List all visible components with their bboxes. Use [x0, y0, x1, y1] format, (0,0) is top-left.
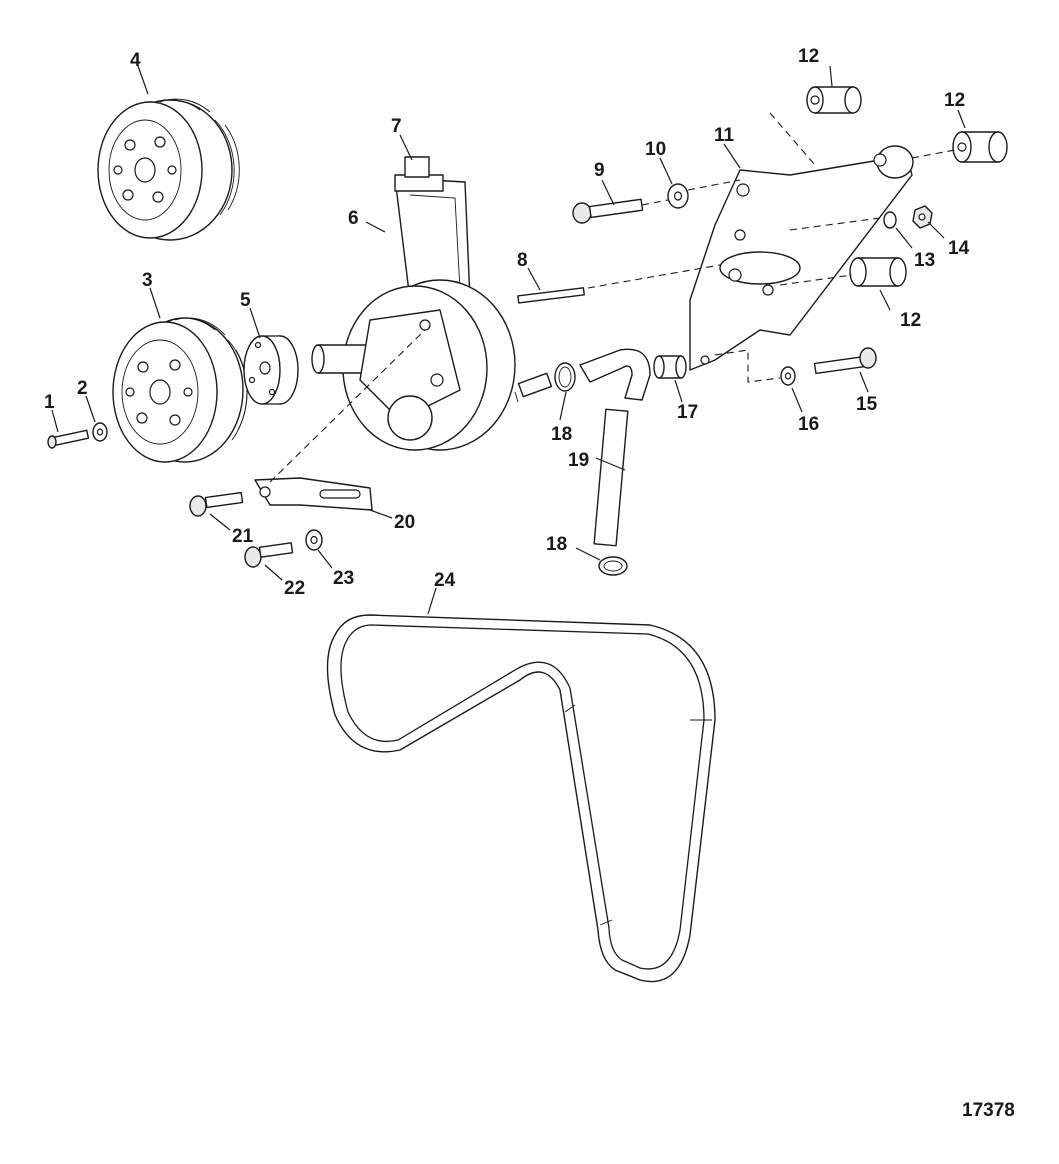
- callout-19: 19: [568, 450, 589, 471]
- callout-11: 11: [714, 125, 735, 146]
- callout-14: 14: [948, 238, 970, 259]
- callout-15: 15: [856, 394, 878, 415]
- spacer-12-lower: [849, 257, 907, 287]
- mounting-bracket: [689, 145, 914, 371]
- nut-14: [912, 205, 933, 229]
- power-steering-pump: [311, 156, 553, 451]
- callout-3: 3: [142, 270, 153, 291]
- callout-12-lower: 12: [900, 310, 921, 331]
- leader-lines: [51, 65, 966, 615]
- callout-1: 1: [44, 392, 55, 413]
- callout-4: 4: [130, 50, 141, 71]
- callout-24: 24: [434, 570, 456, 591]
- callout-10: 10: [645, 139, 666, 160]
- callout-16: 16: [798, 414, 819, 435]
- bolt-21: [189, 491, 244, 517]
- washer-10: [667, 183, 689, 209]
- bolt-9: [572, 198, 644, 224]
- callout-7: 7: [391, 116, 402, 137]
- washer-13: [883, 211, 897, 229]
- callout-labels: 4 3 1 2 5 6 7 8 9 10 11 12 12 12 13 14 1…: [44, 46, 970, 599]
- clamp-18-upper: [554, 362, 576, 392]
- pulley-lower: [112, 317, 248, 463]
- washer-23: [305, 529, 323, 551]
- assembly-lines: [269, 112, 956, 483]
- stud-8: [517, 287, 585, 304]
- spacer-17: [653, 355, 687, 379]
- callout-23: 23: [333, 568, 354, 589]
- hub-5: [243, 335, 299, 405]
- callout-12-top: 12: [798, 46, 819, 67]
- support-bracket-20: [254, 477, 373, 511]
- callout-2: 2: [77, 378, 88, 399]
- callout-21: 21: [232, 526, 254, 547]
- pulley-upper: [97, 98, 240, 241]
- hose-19: [579, 348, 651, 547]
- bolt-22: [244, 542, 294, 568]
- callout-20: 20: [394, 512, 415, 533]
- callout-13: 13: [914, 250, 935, 271]
- spacer-12-top: [806, 86, 862, 114]
- figure-number: 17378: [962, 1100, 1015, 1121]
- callout-6: 6: [348, 208, 359, 229]
- callout-17: 17: [677, 402, 698, 423]
- washer-2: [92, 422, 108, 442]
- callout-12-right: 12: [944, 90, 965, 111]
- callout-18-lower: 18: [546, 534, 567, 555]
- spacer-12-right: [952, 131, 1008, 163]
- callout-22: 22: [284, 578, 305, 599]
- serpentine-belt: [326, 614, 716, 983]
- callout-9: 9: [594, 160, 605, 181]
- callout-8: 8: [517, 250, 528, 271]
- bolt-15: [813, 347, 877, 375]
- clamp-18-lower: [598, 556, 628, 576]
- callout-18-upper: 18: [551, 424, 572, 445]
- washer-16: [780, 366, 796, 386]
- callout-5: 5: [240, 290, 251, 311]
- bolt-1: [47, 429, 90, 449]
